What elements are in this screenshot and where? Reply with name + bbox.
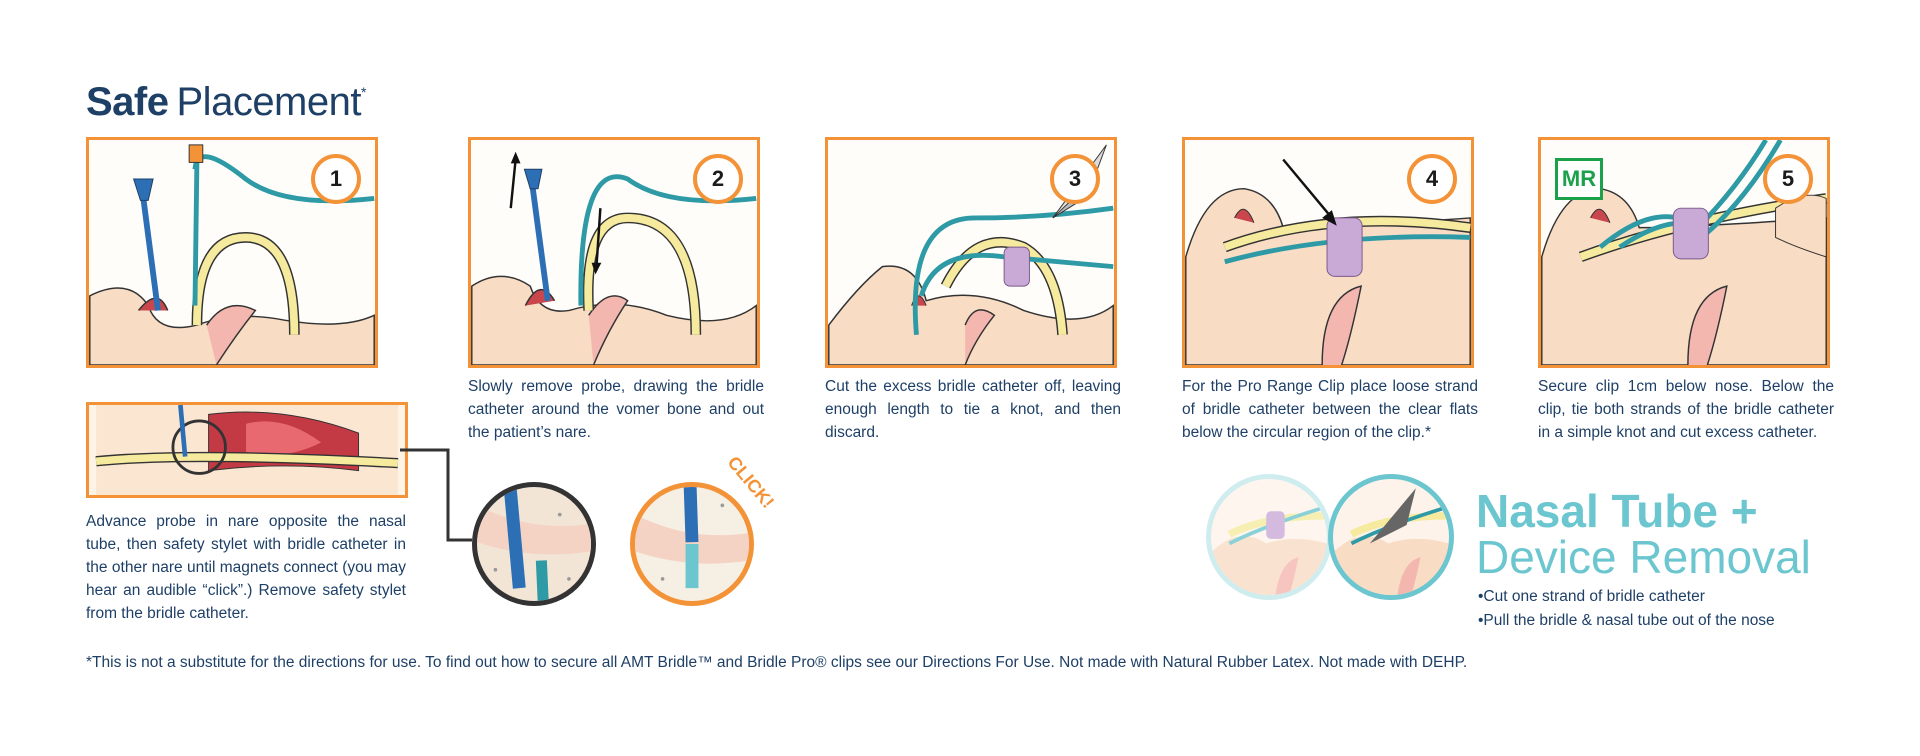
mr-badge: MR [1555, 158, 1603, 200]
title-asterisk: * [360, 84, 366, 100]
step-1-cross-section [86, 402, 408, 498]
connector-line [400, 448, 472, 542]
step-5-caption: Secure clip 1cm below nose. Below the cl… [1538, 378, 1834, 441]
step-1-illustration: 1 [86, 137, 378, 368]
removal-illustration-1 [1206, 474, 1332, 600]
magnified-view-2 [630, 482, 754, 606]
step-3-illustration: 3 [825, 137, 1117, 368]
title-light: Placement [176, 80, 362, 124]
removal-item: •Pull the bridle & nasal tube out of the… [1478, 612, 1775, 629]
step-number-badge: 1 [311, 154, 361, 204]
footnote: *This is not a substitute for the direct… [86, 654, 1468, 671]
step-1-caption: Advance probe in nare opposite the nasal… [86, 513, 406, 622]
step-2-illustration: 2 [468, 137, 760, 368]
step-2-caption: Slowly remove probe, drawing the bridle … [468, 378, 764, 441]
magnified-view-1 [472, 482, 596, 606]
step-number-badge: 2 [693, 154, 743, 204]
removal-title: Nasal Tube + Device Removal [1476, 488, 1811, 580]
removal-illustration-2 [1328, 474, 1454, 600]
step-4-caption: For the Pro Range Clip place loose stran… [1182, 378, 1478, 441]
step-number-badge: 3 [1050, 154, 1100, 204]
step-5-illustration: MR 5 [1538, 137, 1830, 368]
step-3-caption: Cut the excess bridle catheter off, leav… [825, 378, 1121, 441]
title-bold: Safe [86, 80, 169, 124]
step-number-badge: 5 [1763, 154, 1813, 204]
step-number-badge: 4 [1407, 154, 1457, 204]
removal-title-line2: Device Removal [1476, 531, 1811, 583]
removal-item: •Cut one strand of bridle catheter [1478, 588, 1705, 605]
removal-title-line1: Nasal Tube + [1476, 485, 1758, 537]
step-4-illustration: 4 [1182, 137, 1474, 368]
